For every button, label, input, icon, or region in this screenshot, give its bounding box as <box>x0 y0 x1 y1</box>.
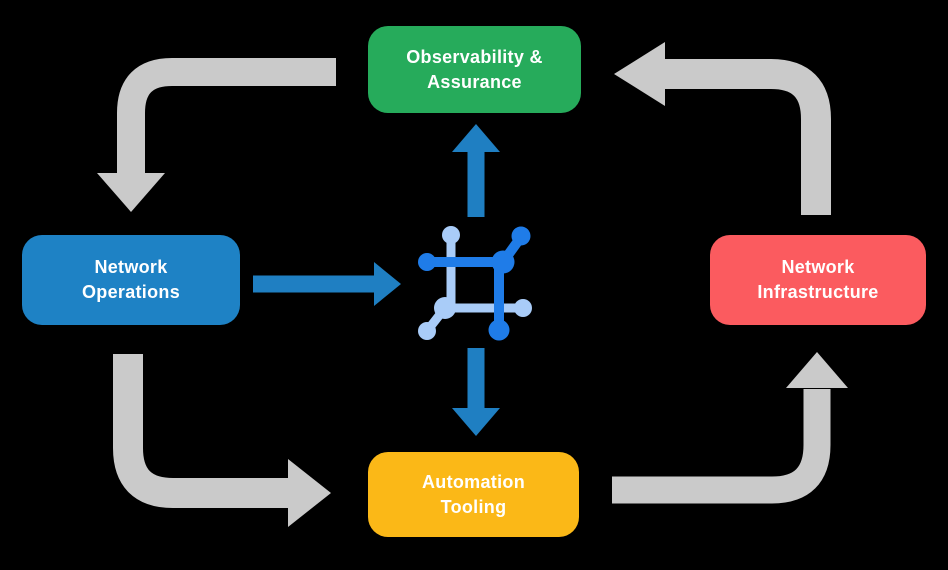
node-observability-assurance: Observability & Assurance <box>368 26 581 113</box>
arrow-icon-to-observability <box>452 124 500 217</box>
arrow-observability-to-operations <box>97 58 336 212</box>
node-network-infrastructure: Network Infrastructure <box>710 235 926 325</box>
node-network-operations: Network Operations <box>22 235 240 325</box>
node-label-line: Infrastructure <box>757 282 879 302</box>
node-label-line: Network <box>94 257 168 278</box>
arrow-icon-to-automation <box>452 348 500 436</box>
arrow-automation-to-infrastructure <box>612 352 848 504</box>
arrow-infrastructure-to-observability <box>614 42 831 215</box>
arrow-operations-to-icon <box>253 262 401 306</box>
node-automation-tooling: Automation Tooling <box>368 452 579 537</box>
node-label-line: Network <box>781 257 855 278</box>
node-label-line: Tooling <box>440 496 507 517</box>
node-label-line: Automation <box>422 471 525 492</box>
arrow-operations-to-automation <box>113 354 331 527</box>
node-label-line: Assurance <box>427 71 522 92</box>
node-label-line: Operations <box>81 282 181 302</box>
network-mesh-icon <box>418 226 532 341</box>
node-label-line: Observability & <box>406 46 543 67</box>
